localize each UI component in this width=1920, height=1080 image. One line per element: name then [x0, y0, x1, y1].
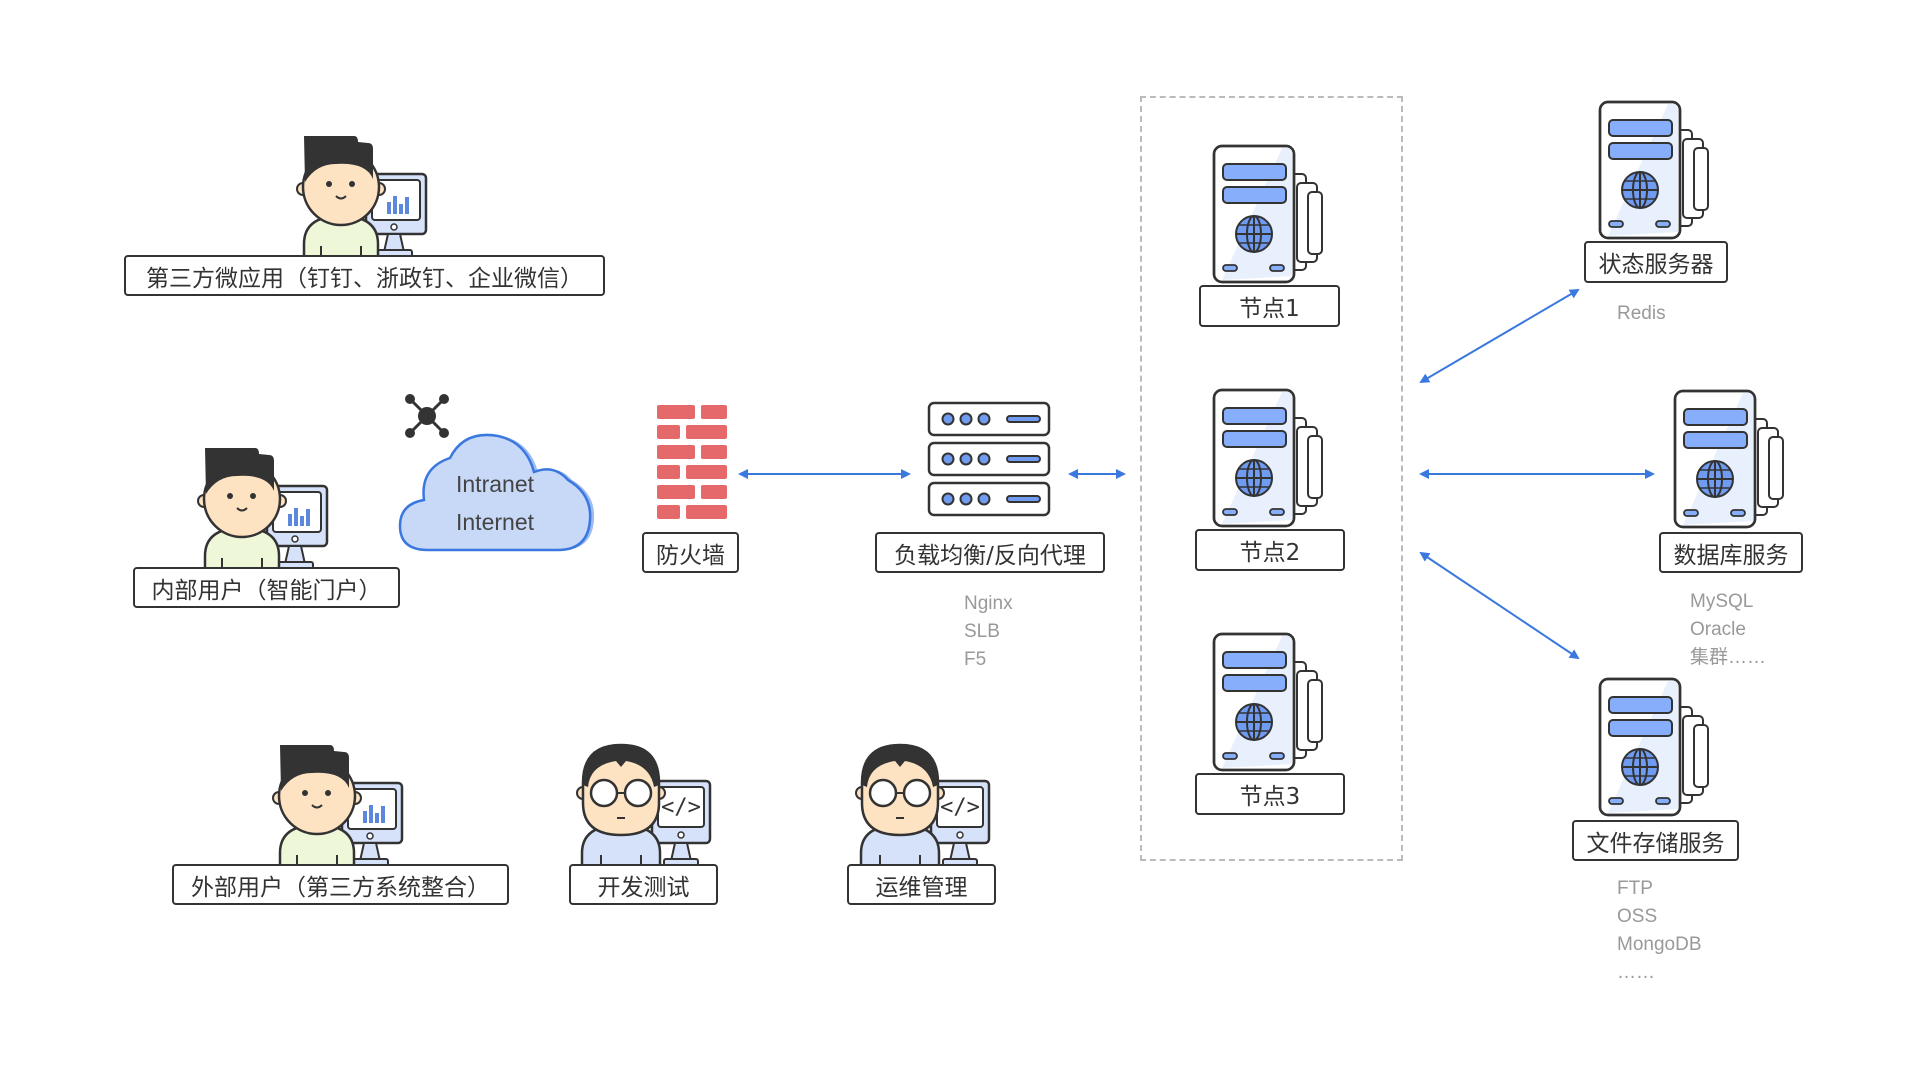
node3-label: 节点3 [1195, 773, 1345, 815]
note-mysql: MySQL [1690, 591, 1754, 612]
note-mongodb: MongoDB [1617, 934, 1702, 955]
database-server-notes: MySQL Oracle 集群…… [1690, 588, 1766, 672]
note-redis: Redis [1617, 303, 1666, 324]
note-ftp: FTP [1617, 878, 1653, 899]
client-third-party-app-label: 第三方微应用（钉钉、浙政钉、企业微信） [124, 255, 605, 296]
rack-server-icon [927, 401, 1051, 517]
state-server-label: 状态服务器 [1584, 241, 1728, 283]
node2-label: 节点2 [1195, 529, 1345, 571]
cloud-line-intranet: Intranet [456, 471, 534, 497]
state-server-notes: Redis [1617, 300, 1666, 328]
file-storage-notes: FTP OSS MongoDB …… [1617, 875, 1702, 987]
note-oracle: Oracle [1690, 619, 1746, 640]
firewall-label: 防火墙 [642, 532, 739, 573]
note-cluster: 集群…… [1690, 647, 1767, 668]
client-ops-label: 运维管理 [847, 864, 996, 905]
arrow-cluster-file-storage [1419, 551, 1580, 660]
cloud-label: Intranet Internet [410, 465, 580, 541]
database-server-label: 数据库服务 [1659, 532, 1803, 573]
note-ellipsis: …… [1617, 962, 1655, 983]
client-dev-test-label: 开发测试 [569, 864, 718, 905]
note-oss: OSS [1617, 906, 1658, 927]
client-external-user-label: 外部用户（第三方系统整合） [172, 864, 509, 905]
arrow-cluster-state-server [1419, 288, 1580, 384]
cluster-boundary [1140, 96, 1403, 861]
note-slb: SLB [964, 621, 1000, 642]
brick-wall-icon [657, 405, 727, 519]
note-nginx: Nginx [964, 593, 1013, 614]
node1-label: 节点1 [1199, 285, 1340, 327]
network-hub-icon [405, 394, 449, 438]
cloud-line-internet: Internet [456, 509, 534, 535]
file-storage-label: 文件存储服务 [1572, 820, 1739, 861]
load-balancer-notes: Nginx SLB F5 [964, 590, 1013, 674]
note-f5: F5 [964, 649, 987, 670]
cloud-icon [398, 433, 595, 552]
load-balancer-label: 负载均衡/反向代理 [875, 532, 1105, 573]
client-internal-user-label: 内部用户（智能门户） [133, 567, 400, 608]
